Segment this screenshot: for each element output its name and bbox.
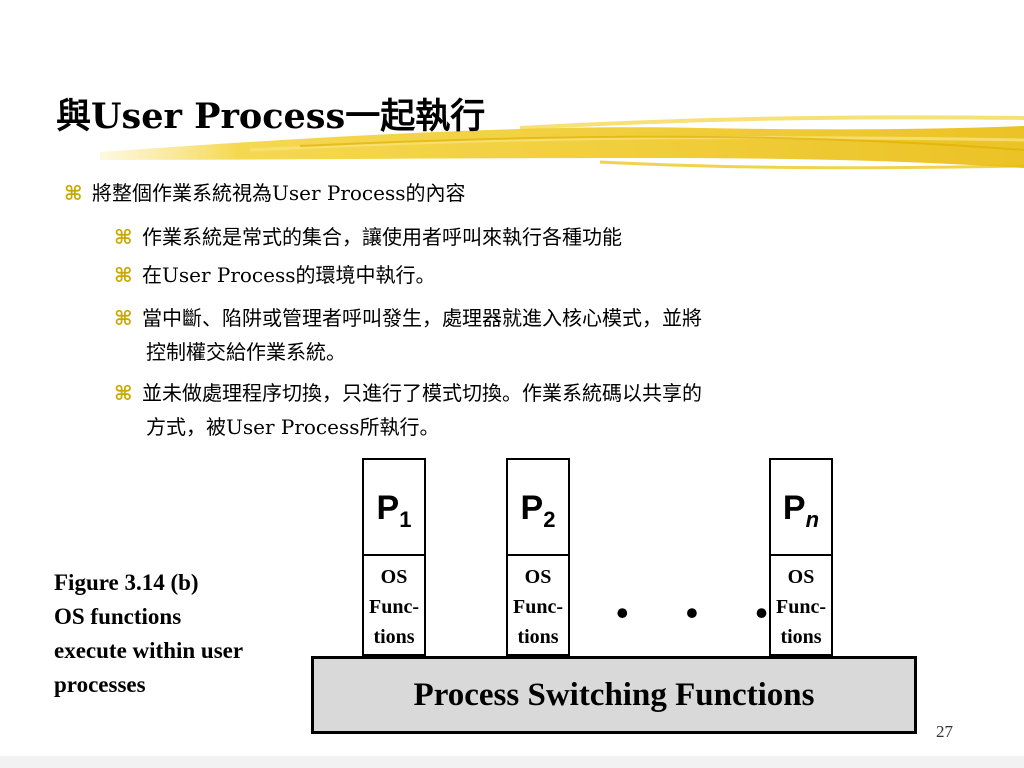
bullet-sub: ⌘ 當中斷、陷阱或管理者呼叫發生，處理器就進入核心模式，並將 (114, 301, 702, 335)
process-box-p2: P2 OS Func- tions (506, 458, 570, 656)
command-key-icon: ⌘ (114, 381, 133, 405)
os-functions-label: OS Func- tions (776, 566, 826, 648)
caption-line: processes (54, 672, 146, 697)
slide-title: 與User Process一起執行 (56, 96, 486, 137)
bullet-sub: ⌘ 在User Process的環境中執行。 (114, 258, 436, 292)
ellipsis: • • • (616, 593, 792, 633)
figure-caption: Figure 3.14 (b) OS functions execute wit… (54, 566, 304, 702)
caption-line: execute within user (54, 638, 244, 663)
bottom-divider (0, 756, 1024, 768)
bullet-text: 當中斷、陷阱或管理者呼叫發生，處理器就進入核心模式，並將 (142, 306, 702, 330)
bullet-text: 在User Process的環境中執行。 (142, 263, 436, 287)
process-label: P1 (364, 460, 424, 556)
caption-line: Figure 3.14 (b) (54, 570, 199, 595)
command-key-icon: ⌘ (64, 181, 83, 205)
bullet-sub-continuation: 方式，被User Process所執行。 (146, 415, 440, 439)
process-label: Pn (771, 460, 831, 556)
process-switching-functions-box: Process Switching Functions (311, 656, 917, 734)
bullet-sub-continuation: 控制權交給作業系統。 (146, 340, 346, 364)
bullet-sub: ⌘ 作業系統是常式的集合，讓使用者呼叫來執行各種功能 (114, 220, 622, 254)
bullet-level1: ⌘ 將整個作業系統視為User Process的內容 (64, 176, 466, 210)
caption-line: OS functions (54, 604, 182, 629)
bullet-sub: ⌘ 並未做處理程序切換，只進行了模式切換。作業系統碼以共享的 (114, 376, 702, 410)
process-box-pn: Pn OS Func- tions (769, 458, 833, 656)
os-functions-label: OS Func- tions (513, 566, 563, 648)
slide-number: 27 (936, 722, 953, 741)
process-label: P2 (508, 460, 568, 556)
bullet-text: 作業系統是常式的集合，讓使用者呼叫來執行各種功能 (142, 225, 622, 249)
process-box-p1: P1 OS Func- tions (362, 458, 426, 656)
command-key-icon: ⌘ (114, 306, 133, 330)
os-functions-label: OS Func- tions (369, 566, 419, 648)
command-key-icon: ⌘ (114, 263, 133, 287)
bullet-text: 並未做處理程序切換，只進行了模式切換。作業系統碼以共享的 (142, 381, 702, 405)
command-key-icon: ⌘ (114, 225, 133, 249)
bullet-text: 將整個作業系統視為User Process的內容 (92, 181, 466, 205)
